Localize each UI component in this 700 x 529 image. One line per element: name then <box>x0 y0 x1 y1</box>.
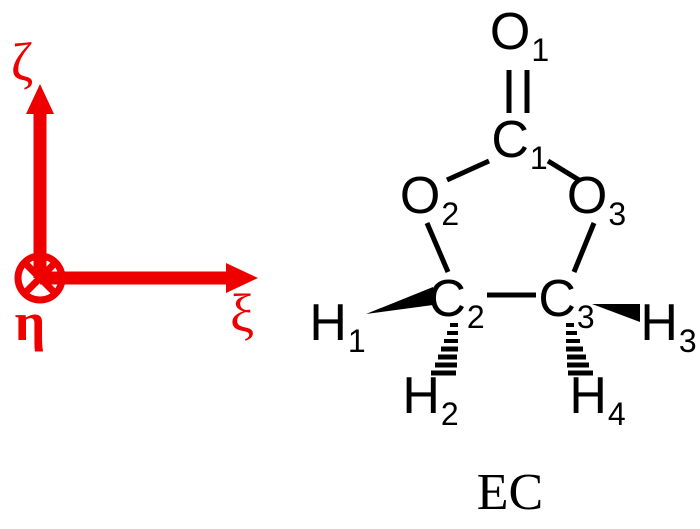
axis-label-zeta: ζ <box>10 32 34 92</box>
atom-index-h3: 3 <box>678 323 697 359</box>
atom-label-c1: C1 <box>491 111 547 174</box>
atom-index-h4: 4 <box>607 396 626 432</box>
atom-index-c1: 1 <box>529 140 548 176</box>
eta-axis-circle-icon <box>14 252 66 304</box>
atom-index-o2: 2 <box>441 196 460 232</box>
bond-c3-h4-hash <box>566 323 593 376</box>
bond-c3-h3-wedge <box>592 304 640 322</box>
atom-element-h2: H <box>402 367 440 425</box>
atom-index-c3: 3 <box>576 299 595 335</box>
axis-label-eta: η <box>14 292 46 352</box>
atom-index-o3: 3 <box>608 196 627 232</box>
bond-o3-c3 <box>571 222 597 273</box>
atom-element-o3: O <box>566 167 608 225</box>
atom-index-h1: 1 <box>347 323 366 359</box>
atom-element-c1: C <box>491 111 529 169</box>
bond-c2-h2-hash <box>431 323 458 376</box>
bond-c1-o3 <box>546 158 581 183</box>
xi-axis-arrowhead <box>226 263 258 293</box>
atom-label-h2: H2 <box>402 367 458 430</box>
atom-label-h3: H3 <box>640 294 696 357</box>
atom-element-o2: O <box>399 167 441 225</box>
zeta-axis-arrowhead <box>26 84 54 114</box>
atom-label-c3: C3 <box>538 270 594 333</box>
atom-label-h4: H4 <box>569 367 625 430</box>
atom-element-h1: H <box>309 294 347 352</box>
atom-label-h1: H1 <box>309 294 365 357</box>
atom-element-h4: H <box>569 367 607 425</box>
atom-index-h2: 2 <box>440 396 459 432</box>
axis-label-xi: ξ <box>229 283 255 343</box>
bond-o2-c2 <box>424 222 451 273</box>
atom-label-o2: O2 <box>399 167 459 230</box>
atom-element-h3: H <box>640 294 678 352</box>
atom-label-c2: C2 <box>428 270 484 333</box>
atom-index-o1: 1 <box>531 32 550 68</box>
atom-element-c3: C <box>538 270 576 328</box>
bond-c1-o2 <box>445 158 491 183</box>
atom-label-o1: O1 <box>489 3 549 66</box>
atom-element-o1: O <box>489 3 531 61</box>
eta-axis-cross-stroke-b <box>22 260 58 296</box>
atom-index-c2: 2 <box>466 299 485 335</box>
molecule-caption: EC <box>476 464 544 521</box>
atom-element-c2: C <box>428 270 466 328</box>
bond-c2-h1-wedge <box>366 287 433 314</box>
atom-label-o3: O3 <box>566 167 626 230</box>
